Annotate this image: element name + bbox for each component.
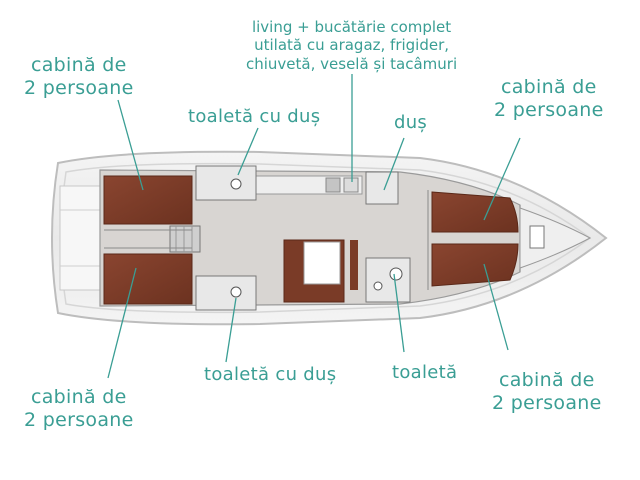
label-toilet-shower-top: toaletă cu duș [188, 106, 321, 127]
cabin-aft-bottom [103, 253, 193, 305]
cabin-fwd-bottom [431, 243, 519, 287]
head-aft-bottom [195, 275, 257, 311]
head-aft-top [195, 165, 257, 201]
cabin-fwd-top [431, 191, 519, 233]
label-shower: duș [394, 112, 428, 133]
cabin-aft-top [103, 175, 193, 225]
shower-fwd [365, 171, 399, 205]
stern-platform [59, 185, 101, 291]
head-fwd [365, 257, 411, 303]
salon-table [303, 241, 341, 285]
label-toilet: toaletă [392, 362, 458, 383]
label-toilet-shower-bottom: toaletă cu duș [204, 364, 337, 385]
leader-lines [107, 74, 521, 379]
